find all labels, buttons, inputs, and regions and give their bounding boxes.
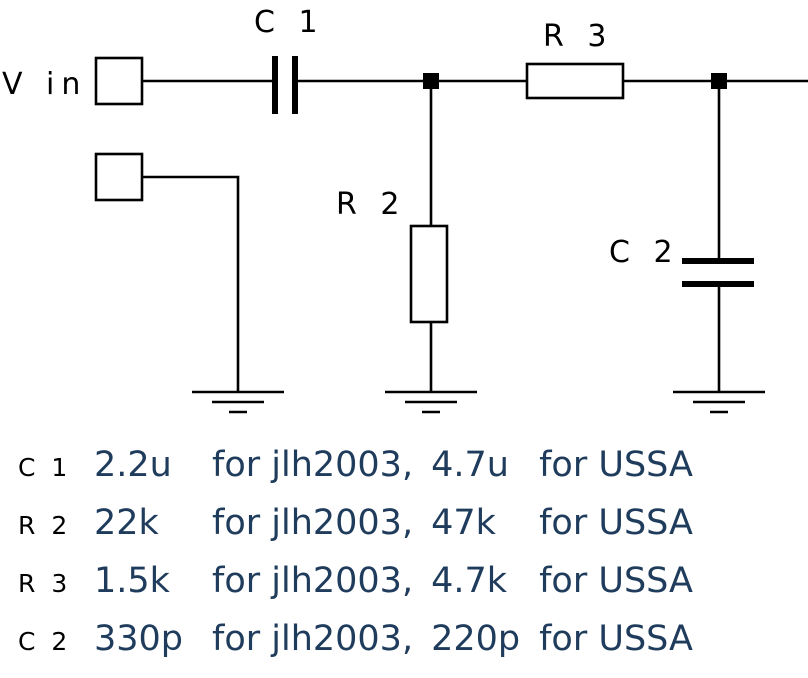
r2-resistor: [409, 224, 449, 324]
value-ref: R 3: [18, 569, 72, 598]
vin-label: V in: [2, 67, 87, 102]
r3-label: R 3: [543, 19, 613, 54]
value-ussa: 4.7u: [431, 445, 509, 485]
value-ussa: 220p: [431, 619, 521, 659]
value-jlh2003-text: for jlh2003,: [212, 445, 414, 485]
value-jlh2003: 2.2u: [94, 445, 172, 485]
value-jlh2003-text: for jlh2003,: [212, 619, 414, 659]
value-ussa: 4.7k: [431, 561, 508, 601]
value-row-r3: R 3 1.5k for jlh2003, 4.7k for USSA: [18, 552, 804, 610]
value-jlh2003-text: for jlh2003,: [212, 503, 414, 543]
r2-label: R 2: [336, 187, 406, 222]
value-jlh2003: 22k: [94, 503, 159, 543]
c1-label: C 1: [254, 5, 325, 40]
value-row-c1: C 1 2.2u for jlh2003, 4.7u for USSA: [18, 436, 804, 494]
schematic-drawing: V in C 1 R 3 R 2 C 2: [2, 5, 808, 414]
ground-symbol-1: [192, 390, 284, 414]
value-ussa-text: for USSA: [539, 503, 693, 543]
value-ussa-text: for USSA: [539, 561, 693, 601]
ground-symbol-3: [673, 390, 765, 414]
value-ref: R 2: [18, 511, 72, 540]
component-values-list: C 1 2.2u for jlh2003, 4.7u for USSA R 2 …: [18, 436, 804, 668]
value-jlh2003-text: for jlh2003,: [212, 561, 414, 601]
ground-symbol-2: [385, 390, 477, 414]
value-ussa-text: for USSA: [539, 619, 693, 659]
value-ussa: 47k: [431, 503, 496, 543]
ground-input-terminal: [94, 152, 144, 202]
c2-label: C 2: [609, 235, 680, 270]
r3-resistor: [525, 62, 625, 100]
vin-terminal: [94, 56, 144, 106]
value-ref: C 1: [18, 453, 72, 482]
value-row-r2: R 2 22k for jlh2003, 47k for USSA: [18, 494, 804, 552]
value-row-c2: C 2 330p for jlh2003, 220p for USSA: [18, 610, 804, 668]
wire-ground-return: [142, 175, 240, 392]
value-jlh2003: 330p: [94, 619, 184, 659]
value-ref: C 2: [18, 627, 72, 656]
value-ussa-text: for USSA: [539, 445, 693, 485]
value-jlh2003: 1.5k: [94, 561, 170, 601]
